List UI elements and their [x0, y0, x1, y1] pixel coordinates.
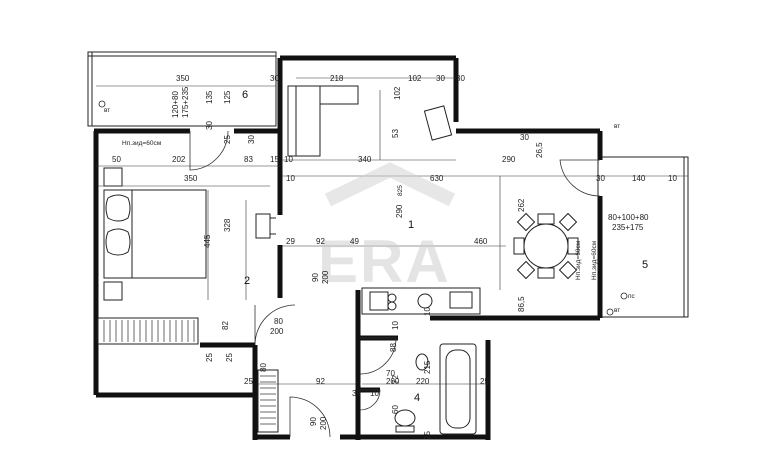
dim-label: 350	[176, 74, 190, 83]
dim-label: 460	[474, 237, 488, 246]
label-vt-2: вт	[614, 307, 620, 314]
dim-label: 10	[370, 389, 379, 398]
dim-label: 445	[203, 234, 212, 248]
dining-table	[513, 212, 579, 280]
dim-label: 25	[423, 431, 432, 440]
dim-label: 72	[391, 375, 400, 384]
toilet	[394, 353, 429, 433]
balcony-6	[87, 51, 277, 127]
dim-label: 60	[391, 405, 400, 414]
sofa	[287, 85, 359, 157]
dim-label: 200	[319, 416, 328, 430]
dim-label: 80+100+80	[608, 213, 649, 222]
dim-label: 49	[350, 237, 359, 246]
dim-label: 25	[223, 135, 232, 144]
dim-label: 30	[520, 133, 529, 142]
dimension-labels: 350 102 30 30 30 218 120+80 175+235 135 …	[112, 74, 677, 440]
dim-label: 25	[480, 377, 489, 386]
walls	[93, 55, 603, 440]
dim-label: 25	[225, 353, 234, 362]
dim-label: 53	[391, 129, 400, 138]
bed	[103, 167, 207, 301]
dim-label: 175+235	[181, 86, 190, 118]
dim-label: 202	[172, 155, 186, 164]
dim-label: 30	[436, 74, 445, 83]
dim-label: 102	[393, 86, 402, 100]
hall-wardrobe	[257, 369, 279, 433]
dim-label: 70	[386, 369, 395, 378]
dim-label: 30	[456, 74, 465, 83]
kitchen-counter	[361, 287, 481, 315]
dim-label: 125	[223, 90, 232, 104]
dim-label: 200	[386, 377, 400, 386]
dim-label: 290	[395, 204, 404, 218]
dim-label: 92	[316, 237, 325, 246]
watermark: ERA	[318, 228, 451, 295]
dim-label: 10	[391, 321, 400, 330]
room-number-5: 5	[642, 259, 648, 271]
dim-label: 218	[330, 74, 344, 83]
room-number-6: 6	[242, 89, 248, 101]
dim-label: 328	[223, 218, 232, 232]
label-825: 825	[397, 185, 404, 196]
dim-label: 30	[270, 74, 279, 83]
room-number-4: 4	[414, 392, 420, 404]
dim-label: 10	[286, 174, 295, 183]
wardrobe	[97, 317, 199, 345]
door-swings	[189, 130, 601, 438]
dim-label: 630	[430, 174, 444, 183]
dim-label: 120+80	[171, 91, 180, 118]
dim-label: 350	[184, 174, 198, 183]
dim-label: 80	[259, 363, 268, 372]
label-pc: пс	[628, 293, 636, 300]
dim-label: 10	[423, 307, 432, 316]
dim-label: 200	[270, 327, 284, 336]
dim-label: 30	[205, 121, 214, 130]
dim-label: 235+175	[612, 223, 644, 232]
dim-label: 26,5	[535, 142, 544, 158]
room-number-1: 1	[408, 219, 414, 231]
dim-label: 86,5	[517, 296, 526, 312]
armchair	[423, 105, 453, 141]
dim-label: 80	[274, 317, 283, 326]
dim-label: 25	[244, 377, 253, 386]
drain-symbols	[98, 100, 628, 316]
dim-label: 30	[247, 135, 256, 144]
dim-label: 90	[309, 417, 318, 426]
dim-label: 29	[286, 237, 295, 246]
dim-label: 140	[632, 174, 646, 183]
chair	[255, 213, 276, 239]
watermark-roof	[324, 162, 456, 207]
dim-label: 25	[205, 353, 214, 362]
dim-label: 200	[321, 270, 330, 284]
bathtub	[439, 343, 477, 435]
dim-label: 10	[668, 174, 677, 183]
dim-label: 50	[112, 155, 121, 164]
dim-label: 215	[423, 360, 432, 374]
sill-note-small: Нп.зид=60см	[575, 240, 582, 280]
dim-label: 30	[596, 174, 605, 183]
dim-label: 92	[316, 377, 325, 386]
dimension-lines	[96, 77, 688, 385]
dim-label: 10	[284, 155, 293, 164]
label-vt-3: вт	[104, 107, 110, 114]
dim-label: 262	[517, 198, 526, 212]
dim-label: 39	[352, 389, 361, 398]
label-vt-1: вт	[614, 123, 620, 130]
dim-label: 135	[205, 90, 214, 104]
dim-label: 83	[244, 155, 253, 164]
sill-note-right: Нп.зид=60см	[591, 240, 598, 280]
dim-label: 102	[408, 74, 422, 83]
sill-note-left: Нп.зид=60см	[122, 140, 162, 147]
dim-label: 90	[311, 273, 320, 282]
dim-label: 15	[270, 155, 279, 164]
dim-label: 88	[389, 343, 398, 352]
dim-label: 290	[502, 155, 516, 164]
dim-label: 220	[416, 377, 430, 386]
dim-label: 82	[221, 321, 230, 330]
dim-label: 340	[358, 155, 372, 164]
room-number-2: 2	[244, 275, 250, 287]
